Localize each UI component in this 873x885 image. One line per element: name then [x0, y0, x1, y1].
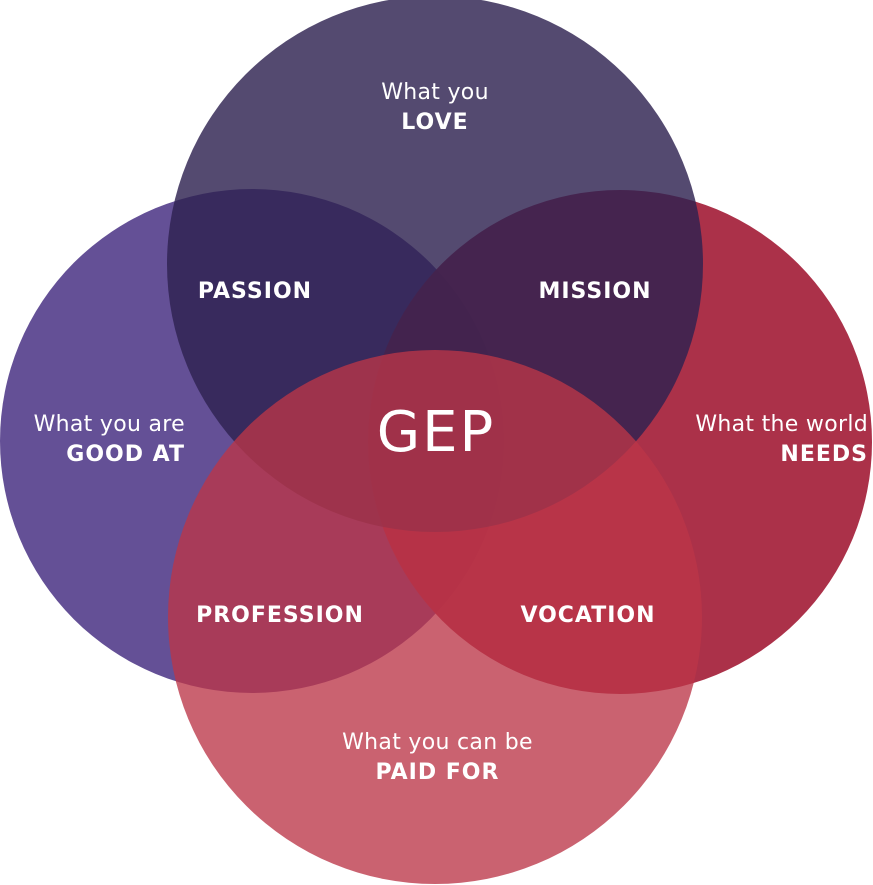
label-good-line2: GOOD AT [66, 442, 185, 467]
label-love-line1: What you [381, 80, 489, 105]
label-good-at: What you are GOOD AT [20, 410, 185, 470]
label-needs-line2: NEEDS [780, 442, 868, 467]
center-label: GEP [376, 400, 496, 465]
label-love-line2: LOVE [401, 110, 469, 135]
label-good-line1: What you are [33, 412, 185, 437]
circle-paid-for [168, 350, 702, 884]
label-mission: MISSION [538, 279, 652, 304]
label-passion: PASSION [197, 279, 313, 304]
label-profession: PROFESSION [196, 603, 364, 628]
label-needs-line1: What the world [695, 412, 868, 437]
label-paid-for: What you can be PAID FOR [310, 728, 565, 788]
label-paid-line1: What you can be [342, 730, 533, 755]
label-needs: What the world NEEDS [670, 410, 868, 470]
label-paid-line2: PAID FOR [375, 760, 500, 785]
label-love: What you LOVE [335, 78, 535, 138]
label-vocation: VOCATION [520, 603, 656, 628]
